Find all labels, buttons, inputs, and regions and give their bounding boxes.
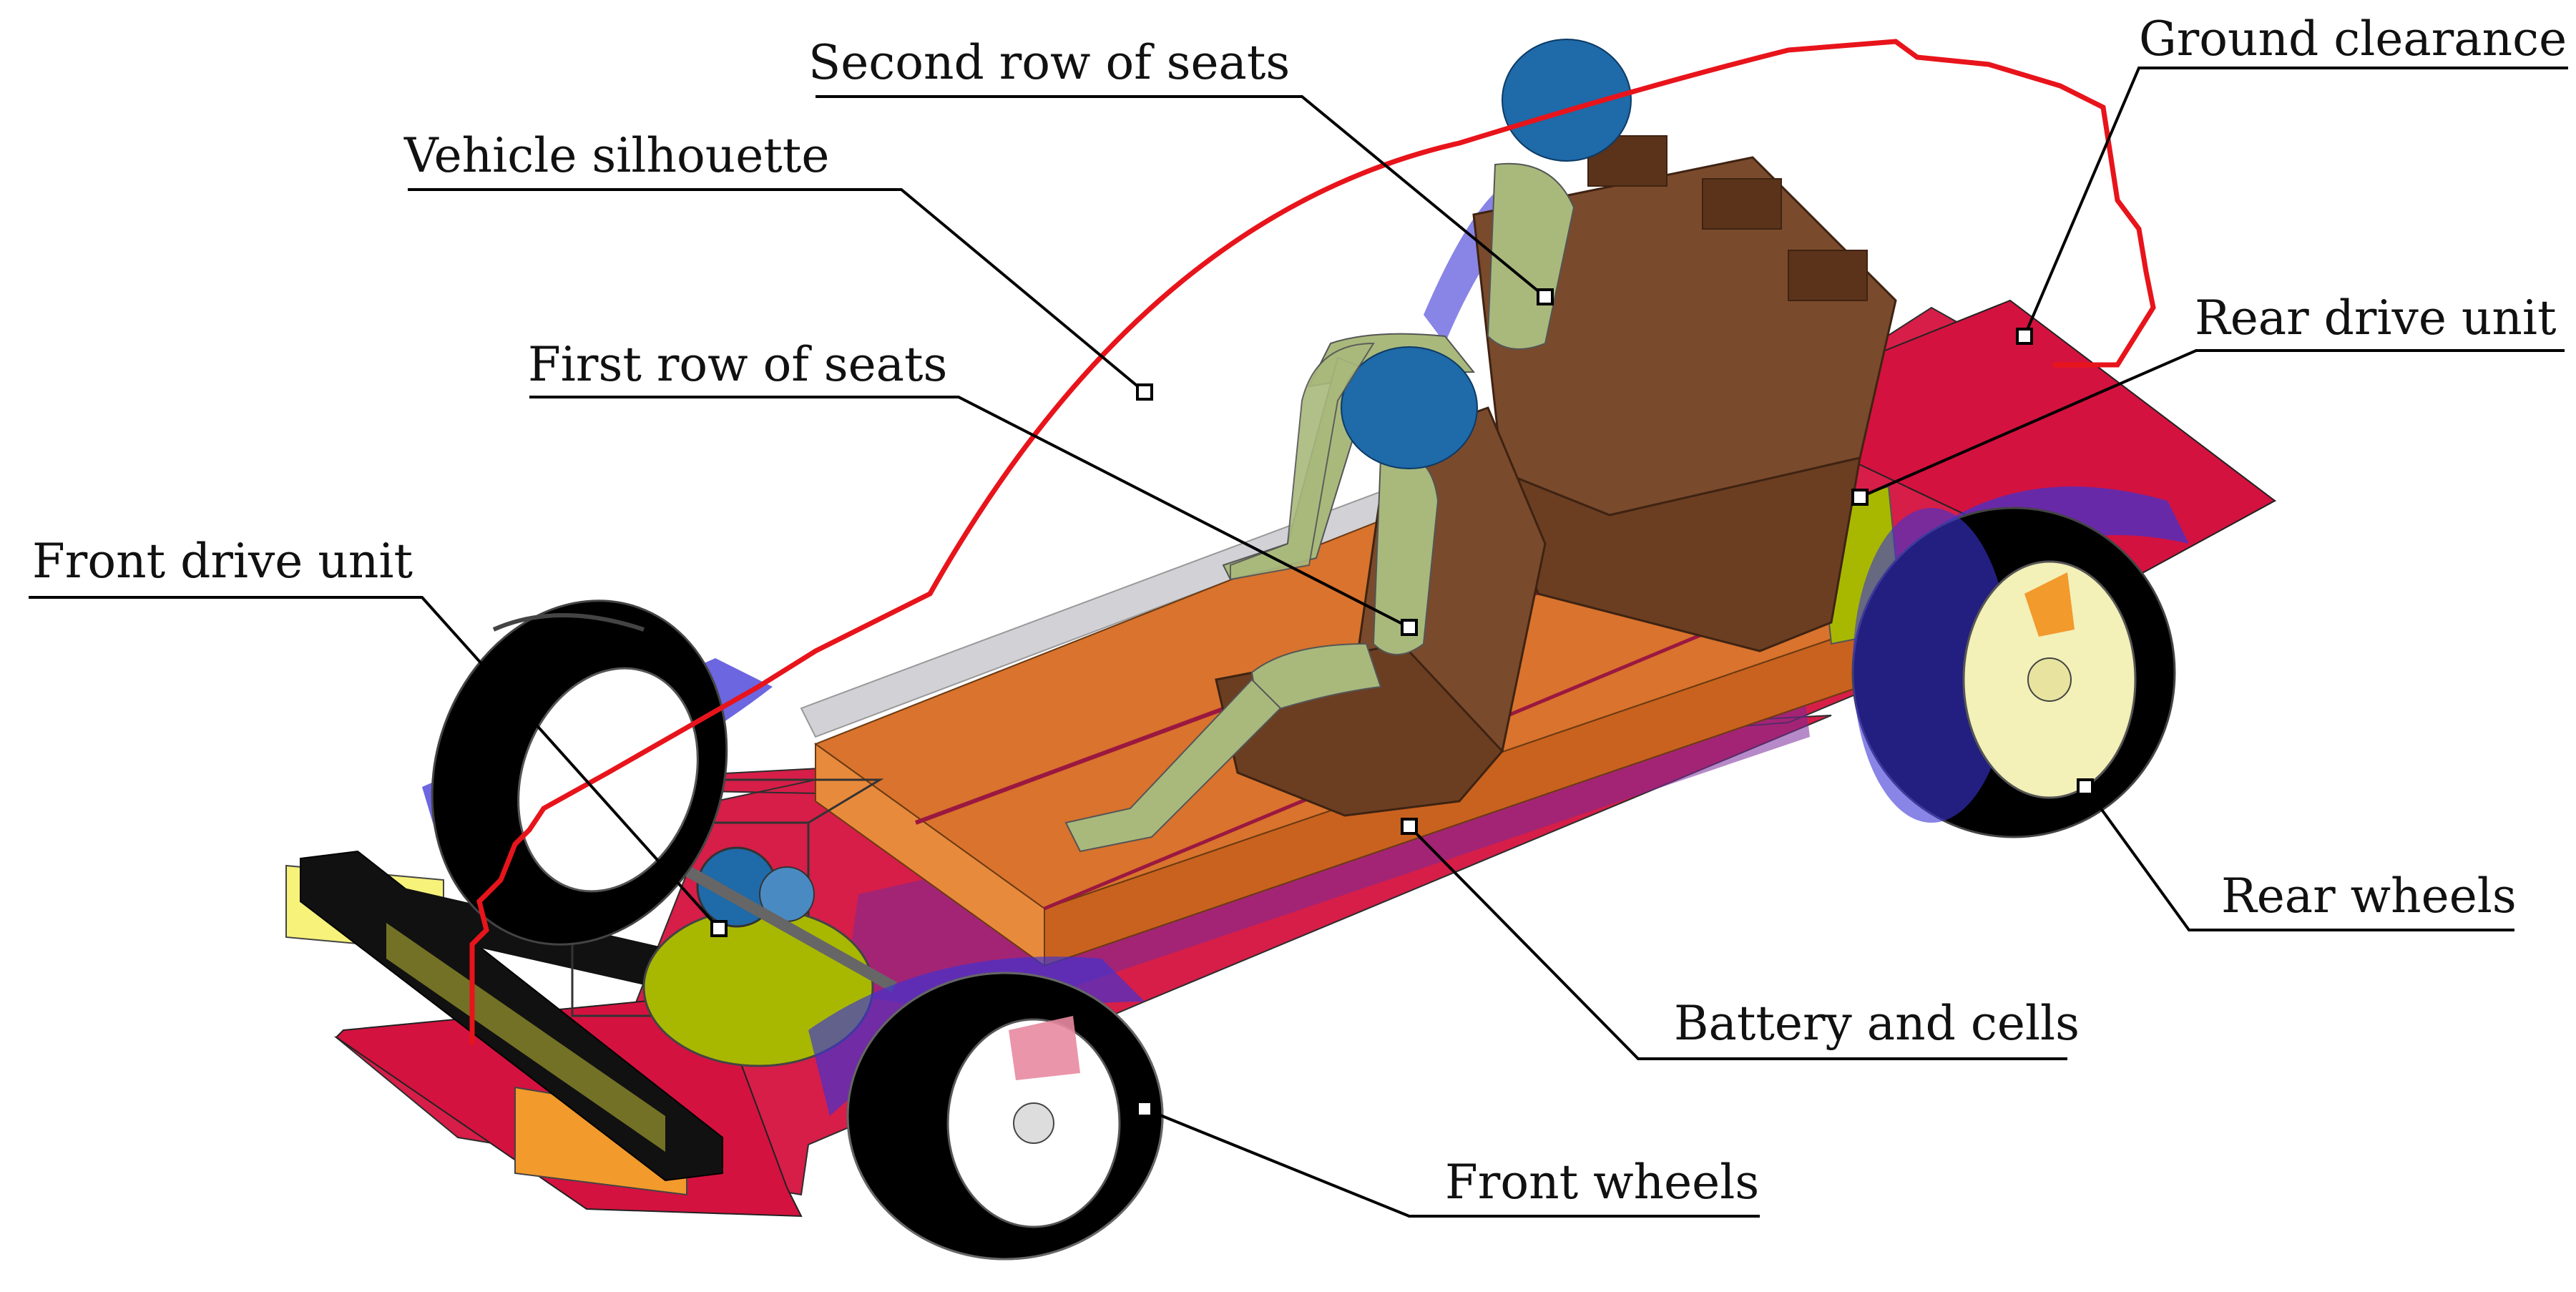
leader-battery [1408,825,2067,1060]
second-row-seat [1472,135,1897,652]
marker-second-row [1537,288,1554,305]
vehicle-silhouette-line [469,39,2156,1044]
label-second-row-of-seats: Second row of seats [808,35,1291,90]
front-occupant-arm [1230,342,1375,581]
label-rear-wheels: Rear wheels [2221,868,2517,924]
label-first-row-of-seats: First row of seats [528,337,948,392]
label-vehicle-silhouette: Vehicle silhouette [404,128,830,183]
leader-markers [710,288,2094,1117]
label-rear-drive-unit: Rear drive unit [2195,290,2557,346]
front-left-rim [517,667,699,893]
leader-second-row [816,95,1547,298]
marker-ground-clearance [2016,328,2033,345]
rear-right-hub [2027,657,2072,702]
leader-lines [29,67,2568,1218]
rear-right-brake [2024,572,2075,637]
label-front-drive-unit: Front drive unit [32,534,413,589]
front-bumper-olive [386,923,665,1152]
leader-rear-drive [1859,349,2565,499]
front-left-tread-sheen [492,613,645,632]
rear-right-tire-band [1853,508,2010,823]
leader-first-row [529,396,1410,629]
marker-rear-wheels [2077,778,2094,796]
front-right-hub [1013,1102,1054,1144]
leader-front-wheels [1144,1107,1760,1218]
label-battery-and-cells: Battery and cells [1674,996,2080,1051]
label-ground-clearance: Ground clearance [2139,11,2567,67]
label-front-wheels: Front wheels [1445,1155,1760,1210]
front-drive-shaft [662,853,897,992]
marker-battery [1401,818,1418,835]
marker-silhouette [1136,383,1153,401]
front-right-brake [1009,1016,1080,1080]
front-occupant-head [1341,346,1478,469]
second-row-headrest-2 [1702,178,1782,230]
rear-right-wheel [1851,506,2176,838]
leader-rear-wheels [2084,786,2514,931]
front-right-wheel [846,972,1164,1261]
leader-silhouette [408,188,1146,393]
second-row-cushion [1500,456,1861,652]
marker-front-drive [710,920,728,937]
front-occupant-leg [1064,678,1282,853]
rear-occupant-head [1502,39,1632,162]
leader-ground-clearance [2023,67,2568,337]
marker-front-wheels [1136,1100,1153,1117]
second-row-headrest-3 [1788,250,1868,301]
front-occupant [1064,342,1478,853]
marker-rear-drive [1851,489,1869,506]
marker-first-row [1401,619,1418,636]
leader-front-drive [29,596,720,930]
